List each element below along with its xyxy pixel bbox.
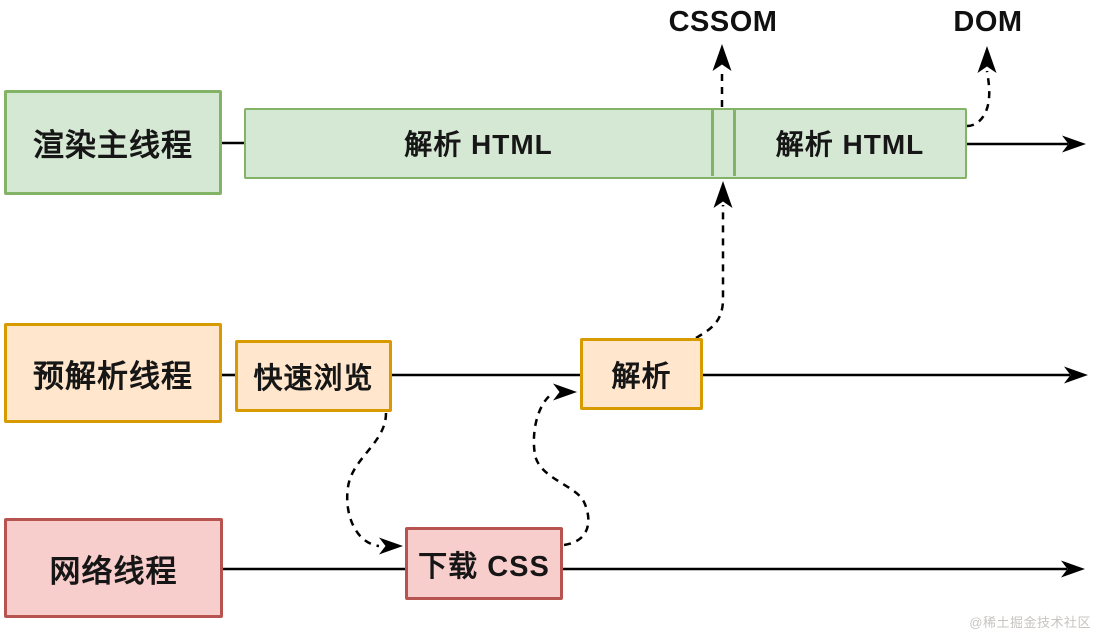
render-timeline-arrowhead-icon (1062, 135, 1086, 153)
bar-divider-left (711, 110, 714, 176)
watermark: @稀土掘金技术社区 (969, 615, 1091, 630)
dom-label: DOM (953, 6, 1023, 38)
parse-html-bar: 解析 HTML 解析 HTML (244, 108, 967, 179)
parse-to-renderbar-arrowhead-icon (713, 181, 733, 208)
dom-dashed-arrow (966, 70, 991, 128)
parse-box: 解析 (580, 338, 703, 410)
network-thread-box: 网络线程 (4, 518, 223, 618)
parse-to-renderbar-dashed-arrow (695, 205, 725, 340)
preparse-thread-box: 预解析线程 (4, 323, 222, 423)
preparse-thread-label: 预解析线程 (33, 358, 193, 394)
parse-label: 解析 (611, 361, 672, 393)
quick-browse-box: 快速浏览 (235, 340, 392, 412)
download-css-label: 下载 CSS (418, 550, 550, 583)
parse-html-segment-1: 解析 HTML (404, 129, 553, 160)
render-main-thread-label: 渲染主线程 (33, 128, 193, 163)
quickbrowse-to-downloadcss-dashed-arrow (345, 412, 388, 548)
render-main-thread-box: 渲染主线程 (4, 90, 222, 195)
cssom-arrowhead-icon (712, 44, 732, 71)
downloadcss-to-parse-arrowhead-icon (553, 383, 577, 401)
cssom-label: CSSOM (668, 6, 778, 38)
preparse-timeline-arrowhead-icon (1064, 366, 1088, 384)
downloadcss-to-parse-dashed-arrow (532, 391, 590, 547)
quick-browse-label: 快速浏览 (253, 363, 374, 395)
network-thread-label: 网络线程 (49, 553, 178, 589)
bar-divider-right (733, 110, 736, 176)
parse-html-segment-2: 解析 HTML (775, 129, 925, 160)
network-timeline-arrowhead-icon (1061, 560, 1085, 578)
download-css-box: 下载 CSS (405, 527, 563, 600)
dom-arrowhead-icon (977, 46, 997, 73)
quickbrowse-to-downloadcss-arrowhead-icon (379, 537, 403, 555)
